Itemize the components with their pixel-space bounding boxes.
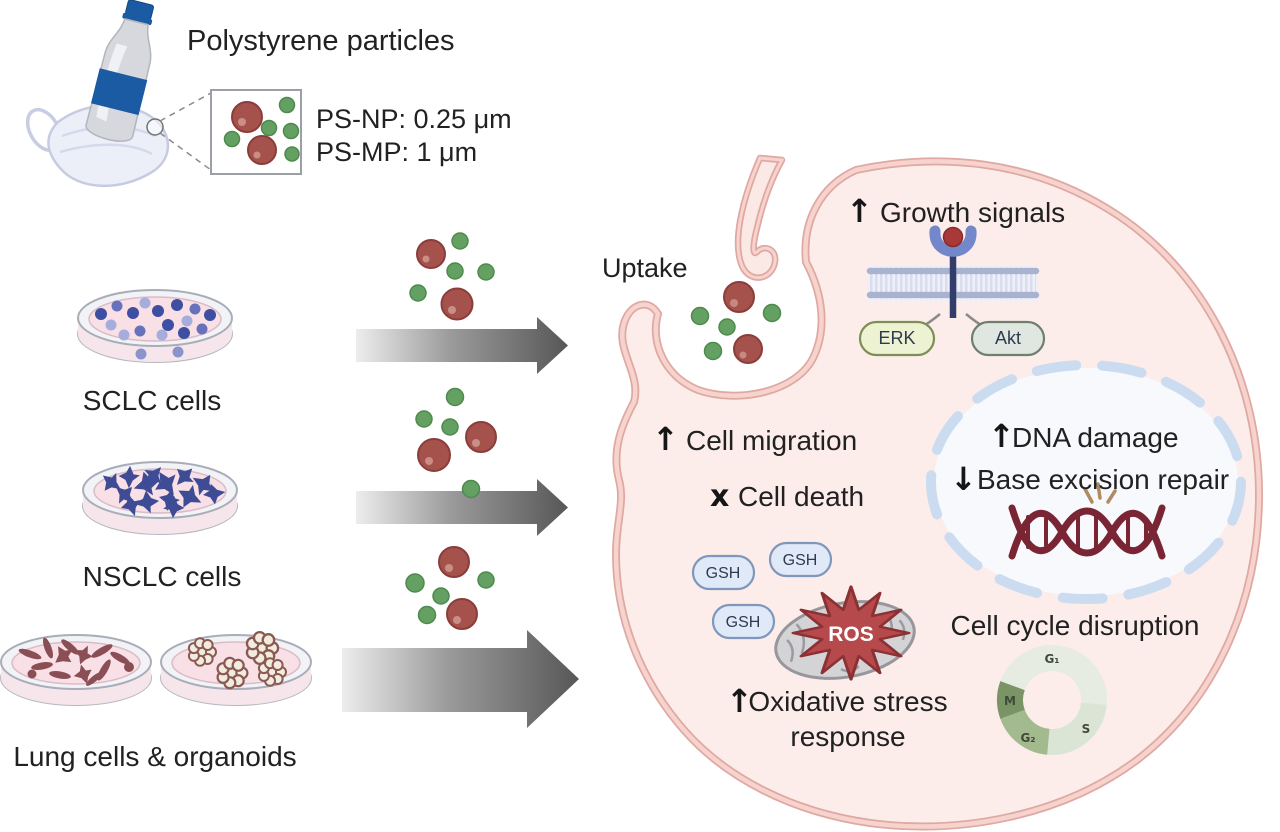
polystyrene-title: Polystyrene particles (187, 25, 455, 57)
damaged-dna-icon (1008, 482, 1166, 560)
akt-node: Akt (970, 320, 1046, 357)
organoid-shapes (187, 630, 287, 690)
gsh-label: GSH (783, 552, 818, 569)
petri-dish-sclc (77, 289, 233, 363)
erk-node: ERK (858, 320, 936, 357)
callout-line-top (159, 92, 212, 122)
exposure-arrow-2 (356, 479, 568, 536)
lung-cell-shapes (18, 637, 134, 686)
uptake-label: Uptake (602, 253, 688, 283)
sclc-label: SCLC cells (83, 385, 221, 416)
oxidative-stress-label: Oxidative stress (748, 686, 947, 717)
ps-mp-size-label: PS-MP: 1 μm (316, 137, 477, 167)
phase-g2-arc (1000, 709, 1051, 755)
phase-g1-label: G₁ (1044, 652, 1059, 666)
petri-dish-nsclc (82, 461, 238, 535)
uptaken-particles (690, 281, 782, 364)
growth-receptor-icon (929, 225, 977, 318)
nsclc-label: NSCLC cells (83, 561, 242, 592)
phase-s-label: S (1082, 722, 1091, 736)
ros-label: ROS (828, 623, 874, 646)
exposure-arrow-3 (342, 630, 579, 728)
petri-dish-organoids (160, 630, 312, 706)
magnifier-origin-icon (146, 118, 164, 136)
cell-migration-label: Cell migration (686, 425, 857, 456)
increase-arrow-icon: ↑ (846, 192, 873, 230)
phase-m-arc (997, 681, 1025, 719)
sclc-cell-dots (95, 297, 216, 360)
gsh-molecules: GSH GSH GSH (691, 541, 833, 640)
gsh-pill: GSH (691, 554, 756, 591)
endocytosis-hook (734, 154, 786, 281)
ros-burst-icon: ROS (791, 585, 911, 681)
akt-label: Akt (995, 328, 1021, 348)
decrease-arrow-icon: ↓ (950, 460, 977, 498)
gsh-label: GSH (726, 614, 761, 631)
blocked-x-icon: x (710, 479, 729, 514)
particle-cluster-1 (409, 232, 495, 321)
nucleus (926, 360, 1246, 604)
dna-break-spark-icon (1083, 482, 1117, 504)
cell-cycle-ring: G₁ S G₂ M (997, 645, 1107, 755)
phase-g2-label: G₂ (1020, 731, 1035, 745)
increase-arrow-icon: ↑ (726, 682, 753, 720)
exposure-arrow-1 (356, 317, 568, 374)
increase-arrow-icon: ↑ (652, 420, 679, 458)
gsh-label: GSH (706, 565, 741, 582)
phase-g1-arc (1000, 645, 1107, 705)
gsh-pill: GSH (768, 541, 833, 578)
plastic-bottle-illustration (85, 0, 154, 142)
phase-m-label: M (1004, 694, 1016, 708)
cell-death-label: Cell death (738, 481, 864, 512)
lung-organoids-label: Lung cells & organoids (13, 741, 296, 772)
cell-cycle-title: Cell cycle disruption (951, 610, 1200, 641)
particle-cluster-2 (415, 387, 497, 499)
oxidative-stress-label-line2: response (790, 721, 905, 752)
gsh-pill: GSH (711, 603, 776, 640)
growth-signals-label: Growth signals (880, 197, 1065, 228)
increase-arrow-icon: ↑ (988, 417, 1015, 455)
ligand-particle-icon (942, 226, 964, 248)
ps-np-size-label: PS-NP: 0.25 μm (316, 104, 512, 134)
erk-label: ERK (878, 328, 915, 348)
base-excision-repair-label: Base excision repair (977, 464, 1229, 495)
dna-damage-label: DNA damage (1012, 422, 1179, 453)
nsclc-cell-shapes (102, 465, 226, 519)
particle-inset-box (210, 89, 302, 175)
phase-s-arc (1047, 701, 1107, 755)
petri-dish-lung-cells (0, 634, 152, 706)
particle-cluster-3 (405, 546, 495, 630)
